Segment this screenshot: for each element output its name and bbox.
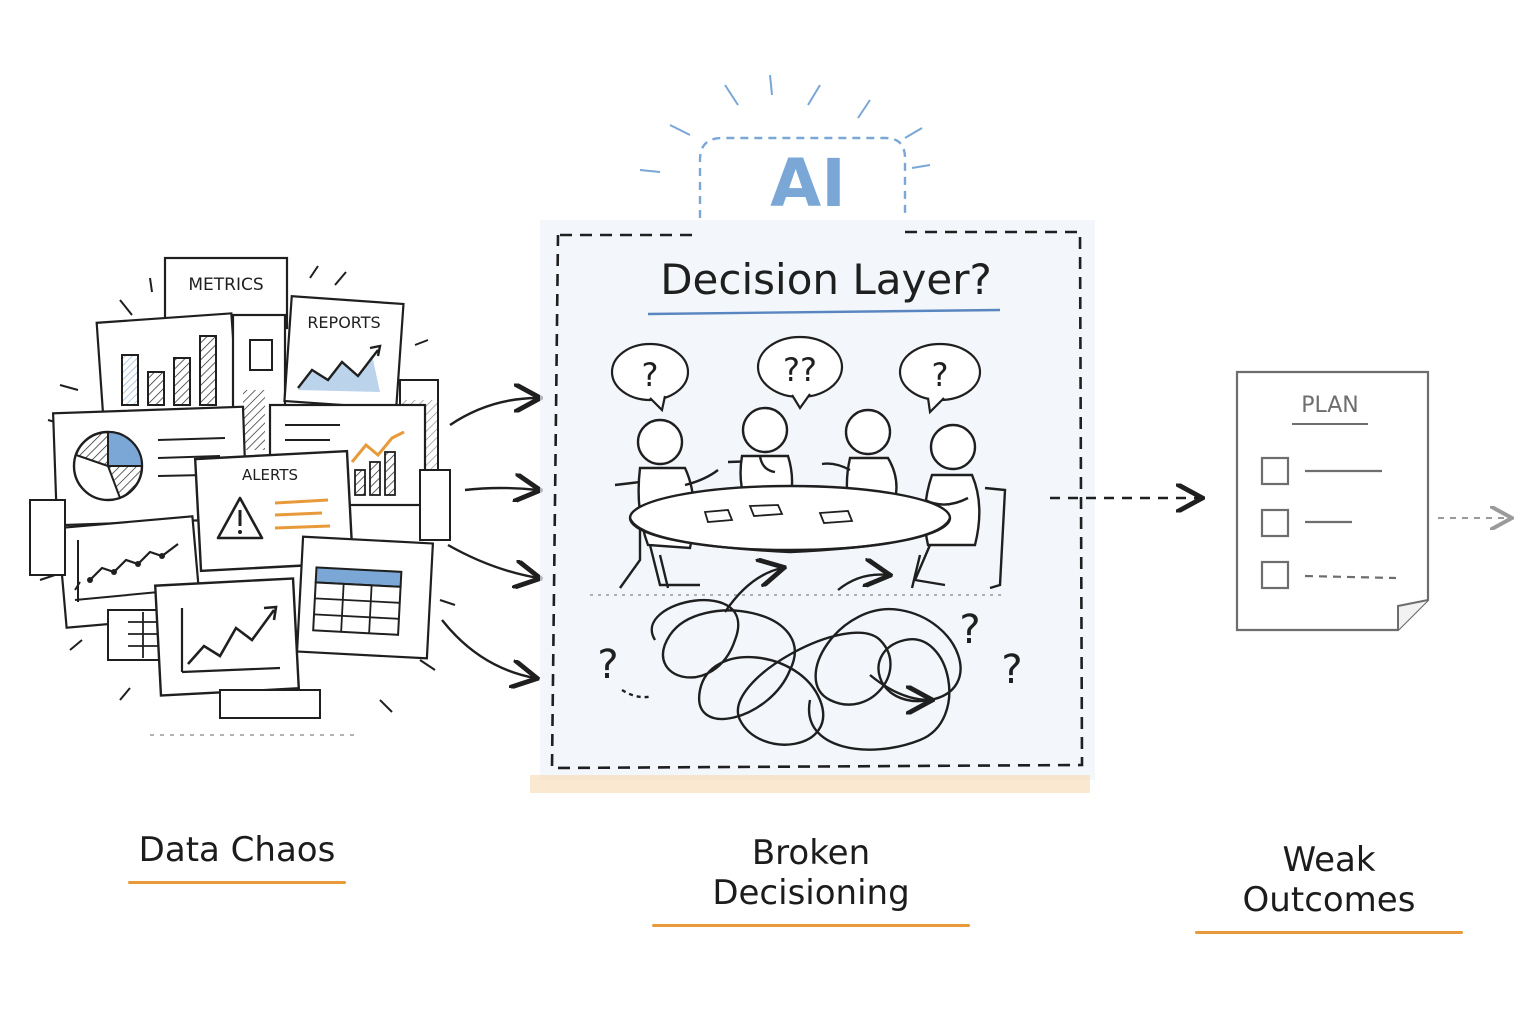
svg-text:?: ? bbox=[642, 356, 659, 394]
question-bubble: ? bbox=[898, 342, 982, 415]
question-bubble: ?? bbox=[756, 335, 844, 410]
data-chaos-caption: Data Chaos bbox=[128, 830, 346, 884]
loose-question-marks: ? ? ? bbox=[597, 607, 1022, 693]
checkbox-icon bbox=[1260, 456, 1290, 486]
alert-lines bbox=[274, 498, 331, 530]
bar-chart-icon bbox=[121, 335, 217, 406]
tangled-path-icon bbox=[621, 568, 962, 751]
ai-badge-label: AI bbox=[770, 145, 846, 222]
decision-layer-frame bbox=[550, 230, 1084, 770]
caption-underline bbox=[128, 881, 346, 884]
svg-text:?: ? bbox=[932, 356, 949, 394]
broken-decisioning-caption: Broken Decisioning bbox=[652, 833, 970, 927]
svg-text:?: ? bbox=[959, 607, 980, 653]
growth-chart-card bbox=[153, 577, 301, 697]
broken-decisioning-caption-text: Broken Decisioning bbox=[712, 833, 910, 913]
warning-icon bbox=[216, 496, 264, 540]
table-icon bbox=[312, 566, 403, 636]
svg-text:?: ? bbox=[1001, 647, 1022, 693]
data-chaos-caption-text: Data Chaos bbox=[138, 830, 336, 870]
metrics-card-label: METRICS bbox=[188, 275, 263, 295]
bar-chart-card bbox=[95, 312, 240, 424]
svg-text:??: ?? bbox=[783, 351, 817, 389]
pie-chart-icon bbox=[72, 430, 144, 502]
checkbox-icon bbox=[1260, 560, 1290, 590]
meeting-scene bbox=[590, 406, 1007, 596]
arrow-icon bbox=[464, 488, 538, 490]
caption-underline bbox=[1195, 931, 1463, 934]
data-chaos-cluster: METRICS REPORTS bbox=[29, 256, 456, 736]
decision-layer-title: Decision Layer? bbox=[660, 255, 992, 304]
plan-title: PLAN bbox=[1301, 393, 1359, 418]
line-chart-icon bbox=[297, 344, 382, 392]
weak-outcomes-caption-text: Weak Outcomes bbox=[1242, 840, 1416, 920]
weak-outcomes-caption: Weak Outcomes bbox=[1195, 840, 1463, 934]
svg-text:?: ? bbox=[597, 642, 618, 688]
question-bubble: ? bbox=[610, 342, 690, 413]
input-arrows bbox=[441, 398, 538, 678]
decision-layer-panel: AI Decision Layer? ? ?? ? bbox=[530, 74, 1095, 793]
ai-badge: AI bbox=[639, 74, 931, 222]
arrow-icon bbox=[441, 619, 535, 678]
caption-underline bbox=[652, 924, 970, 927]
burst-lines bbox=[39, 265, 456, 713]
reports-card-label: REPORTS bbox=[307, 313, 380, 332]
line-chart-icon bbox=[180, 605, 281, 674]
ai-glow-lines bbox=[639, 74, 931, 173]
orange-bars-icon bbox=[350, 430, 405, 496]
alerts-card-label: ALERTS bbox=[242, 466, 298, 484]
thought-bubbles: ? ?? ? bbox=[610, 335, 982, 415]
arrow-icon bbox=[449, 398, 538, 426]
title-underline bbox=[647, 308, 1001, 316]
checklist bbox=[1260, 456, 1397, 590]
checkbox-icon bbox=[1260, 508, 1290, 538]
arrow-icon bbox=[447, 543, 538, 578]
plan-document: PLAN bbox=[1235, 370, 1430, 632]
